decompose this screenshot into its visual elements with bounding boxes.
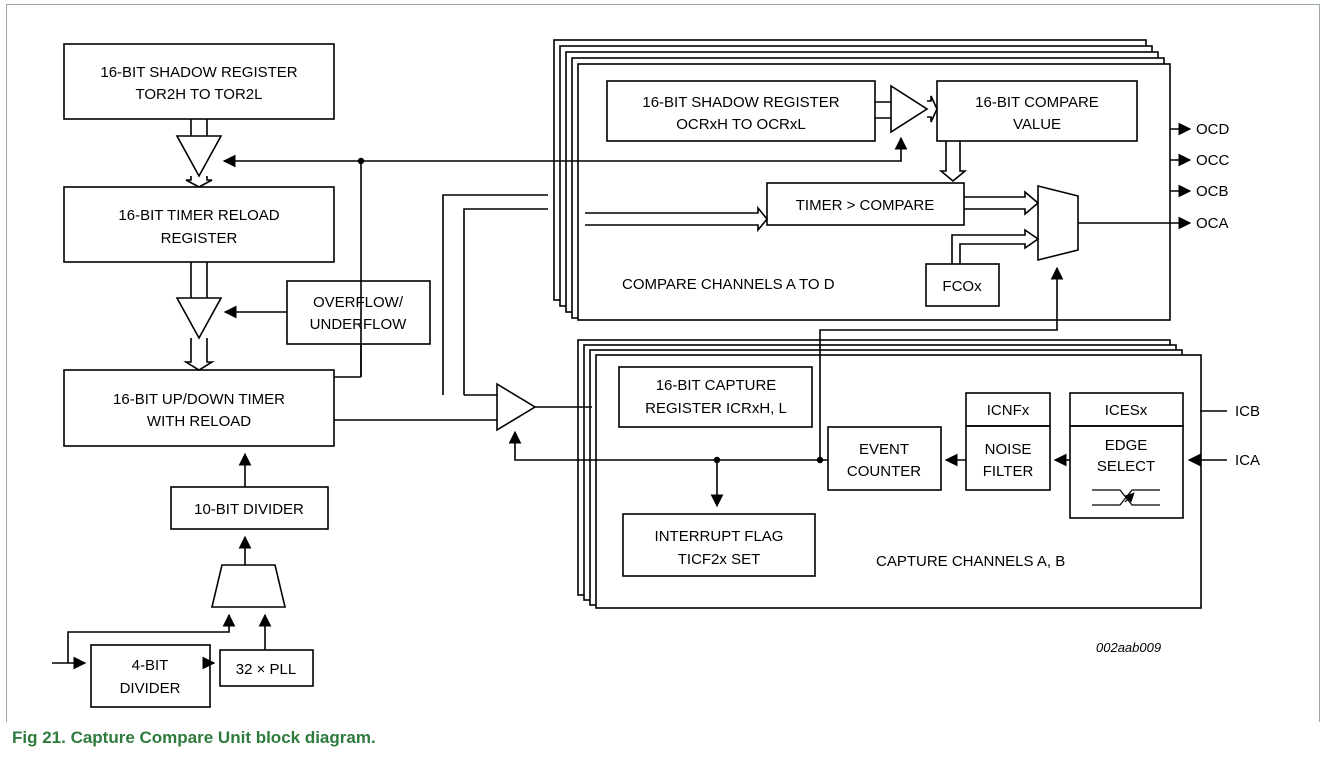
shadow-register-ocr-block (606, 80, 876, 142)
divider-4bit-block (90, 644, 211, 708)
updown-timer-label-2: WITH RELOAD (147, 413, 251, 430)
buffer-triangle-ocr (890, 84, 929, 134)
icesx-label: ICESx (1105, 402, 1148, 419)
noise-filter-block (965, 425, 1051, 491)
capture-compare-diagram: 16-BIT SHADOW REGISTER TOR2H TO TOR2L 16… (52, 39, 1260, 708)
edge-select-label-2: SELECT (1097, 458, 1155, 475)
timer-compare-label: TIMER > COMPARE (796, 197, 935, 214)
shadow-ocr-label-2: OCRxH TO OCRxL (676, 116, 805, 133)
output-label-oca: OCA (1196, 215, 1229, 232)
divider10-label: 10-BIT DIVIDER (194, 501, 304, 518)
capture-register-block (618, 366, 813, 428)
event-counter-label-1: EVENT (859, 441, 909, 458)
updown-timer-label-1: 16-BIT UP/DOWN TIMER (113, 391, 285, 408)
icnfx-label: ICNFx (987, 402, 1030, 419)
compare-value-block (936, 80, 1138, 142)
output-label-ocb: OCB (1196, 183, 1229, 200)
interrupt-flag-block (622, 513, 816, 577)
figure-frame (6, 4, 1320, 722)
capture-channels-label: CAPTURE CHANNELS A, B (876, 553, 1065, 570)
compare-channels-label: COMPARE CHANNELS A TO D (622, 276, 835, 293)
capture-register-label-2: REGISTER ICRxH, L (645, 400, 787, 417)
timer-reload-label-1: 16-BIT TIMER RELOAD (118, 207, 279, 224)
shadow-register-tor-block (63, 43, 335, 120)
buffer-triangle-top (175, 135, 223, 178)
pll-label: 32 × PLL (236, 661, 296, 678)
shadow-tor-label-1: 16-BIT SHADOW REGISTER (100, 64, 297, 81)
capture-channels-panel (595, 354, 1202, 609)
noise-filter-label-1: NOISE (985, 441, 1032, 458)
event-counter-block (827, 426, 942, 491)
interrupt-flag-label-1: INTERRUPT FLAG (655, 528, 784, 545)
divider4-label-1: 4-BIT (132, 657, 169, 674)
shadow-ocr-label-1: 16-BIT SHADOW REGISTER (642, 94, 839, 111)
divider4-label-2: DIVIDER (120, 680, 181, 697)
input-label-icb: ICB (1235, 403, 1260, 420)
overflow-label-2: UNDERFLOW (310, 316, 408, 333)
buffer-triangle-capture (496, 382, 537, 432)
noise-filter-label-2: FILTER (983, 463, 1034, 480)
figure-id-code: 002aab009 (1096, 640, 1161, 655)
divider-10bit-block (170, 486, 329, 530)
figure-caption: Fig 21. Capture Compare Unit block diagr… (12, 728, 376, 747)
output-mux (1037, 184, 1079, 262)
capture-register-label-1: 16-BIT CAPTURE (656, 377, 777, 394)
output-label-occ: OCC (1196, 152, 1230, 169)
edge-select-label-1: EDGE (1105, 437, 1148, 454)
interrupt-flag-label-2: TICF2x SET (678, 551, 761, 568)
clock-mux (210, 564, 287, 608)
overflow-label-1: OVERFLOW/ (313, 294, 404, 311)
buffer-triangle-mid (175, 297, 223, 340)
compare-value-label-2: VALUE (1013, 116, 1061, 133)
fcox-label: FCOx (942, 278, 982, 295)
compare-value-label-1: 16-BIT COMPARE (975, 94, 1099, 111)
compare-channels-panel (577, 63, 1171, 321)
shadow-tor-label-2: TOR2H TO TOR2L (136, 86, 263, 103)
edge-select-block (1069, 425, 1184, 519)
fcox-block (925, 263, 1000, 307)
output-label-ocd: OCD (1196, 121, 1230, 138)
event-counter-label-2: COUNTER (847, 463, 921, 480)
pll-block (219, 649, 314, 687)
timer-reload-label-2: REGISTER (161, 230, 238, 247)
input-label-ica: ICA (1235, 452, 1260, 469)
timer-compare-block (766, 182, 965, 226)
